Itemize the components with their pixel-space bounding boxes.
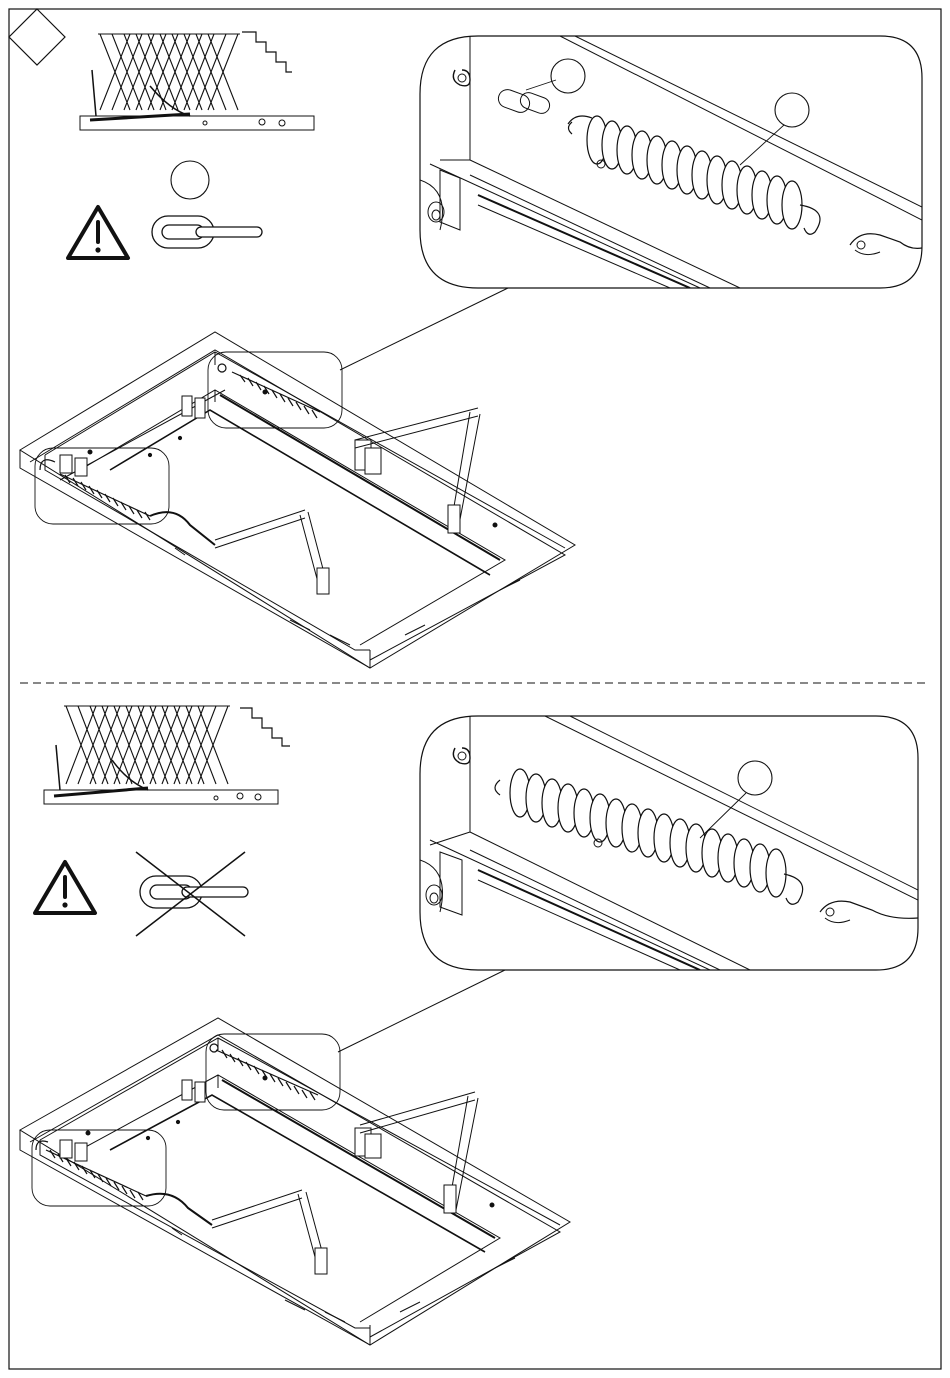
callout-circle-chain — [551, 59, 585, 93]
callout-circle-spring — [775, 93, 809, 127]
chain-link-engaged-icon — [152, 216, 262, 248]
warning-triangle-icon-bottom — [35, 862, 95, 913]
callout-circle-spring-bottom — [738, 761, 772, 795]
chain-link-crossed-out-icon — [136, 852, 248, 936]
hatch-frame-bottom — [20, 1018, 570, 1345]
detail-zoom-panel-top — [420, 36, 922, 288]
leader-line-top — [340, 288, 508, 370]
hatch-frame-top — [20, 332, 575, 668]
step-marker-diamond — [9, 9, 65, 65]
section-top — [20, 32, 922, 668]
callout-circle-hook — [171, 161, 209, 199]
folded-ladder-thumbnail-bottom — [44, 706, 290, 804]
warning-triangle-icon — [68, 207, 128, 258]
leader-line-bottom — [338, 970, 505, 1052]
section-bottom — [20, 706, 918, 1345]
detail-zoom-panel-bottom — [420, 716, 918, 970]
folded-ladder-thumbnail-top — [80, 32, 314, 130]
